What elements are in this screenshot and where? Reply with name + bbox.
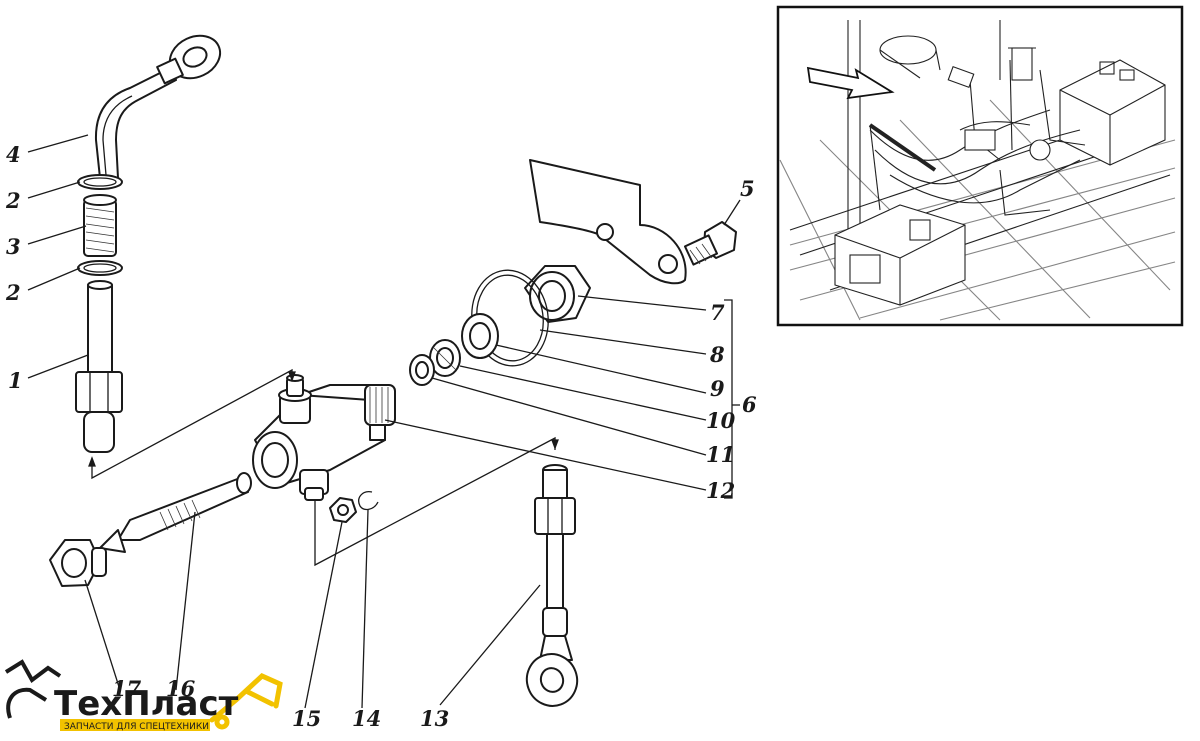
svg-text:ТехПласт: ТехПласт	[54, 684, 239, 724]
part-15-nut	[329, 497, 357, 523]
callout-9: 9	[710, 376, 725, 401]
callout-13: 13	[420, 706, 449, 731]
part-3-sleeve	[83, 194, 117, 257]
callout-3: 3	[6, 234, 21, 259]
part-2-clamp-lower	[77, 260, 123, 276]
logo-tagline: ЗАПЧАСТИ ДЛЯ СПЕЦТЕХНИКИ	[64, 722, 209, 732]
callout-17: 17	[112, 676, 142, 701]
logo-brand-part2: Пласт	[122, 684, 238, 724]
part-5-bolt	[683, 221, 737, 266]
callout-2-upper: 2	[5, 188, 21, 213]
part-9-ring	[461, 313, 499, 359]
part-14-snap-ring	[358, 491, 379, 511]
excavator-left-icon	[4, 659, 62, 719]
callout-16: 16	[166, 676, 196, 701]
part-2-clamp-upper	[77, 174, 123, 190]
callout-11: 11	[706, 442, 735, 467]
callout-2-lower: 2	[5, 280, 21, 305]
callout-15: 15	[292, 706, 321, 731]
callout-numbers: 4 2 3 2 1 5 7 8 9 6 10 11 12 17 16 15 14…	[5, 142, 757, 731]
part-7-hex-nut	[524, 265, 591, 323]
callout-12: 12	[706, 478, 735, 503]
part-11-washer	[409, 354, 435, 386]
part-13-pipe-with-banjo	[525, 464, 579, 707]
callout-5: 5	[740, 176, 755, 201]
brand-logo: ТехПласт ЗАПЧАСТИ ДЛЯ СПЕЦТЕХНИКИ	[4, 659, 283, 732]
callout-4: 4	[6, 142, 21, 167]
part-16-valve-stem	[99, 472, 252, 553]
logo-brand-part1: Тех	[54, 684, 122, 724]
location-arrow-icon	[806, 66, 895, 100]
leader-lines	[27, 134, 741, 709]
assembly-guide-lines	[88, 368, 559, 567]
callout-6: 6	[742, 392, 757, 417]
part-1-pipe-with-nut	[75, 280, 123, 453]
callout-1: 1	[8, 368, 23, 393]
callout-10: 10	[706, 408, 736, 433]
callout-14: 14	[352, 706, 381, 731]
mounting-bracket	[529, 159, 687, 285]
loader-right-icon	[209, 673, 283, 730]
inset-location-view	[776, 5, 1184, 327]
part-4-bent-pipe	[94, 34, 222, 179]
part-17-plug	[49, 539, 107, 587]
callout-7: 7	[710, 300, 725, 325]
callout-8: 8	[709, 342, 725, 367]
part-12-valve-body	[252, 374, 396, 501]
